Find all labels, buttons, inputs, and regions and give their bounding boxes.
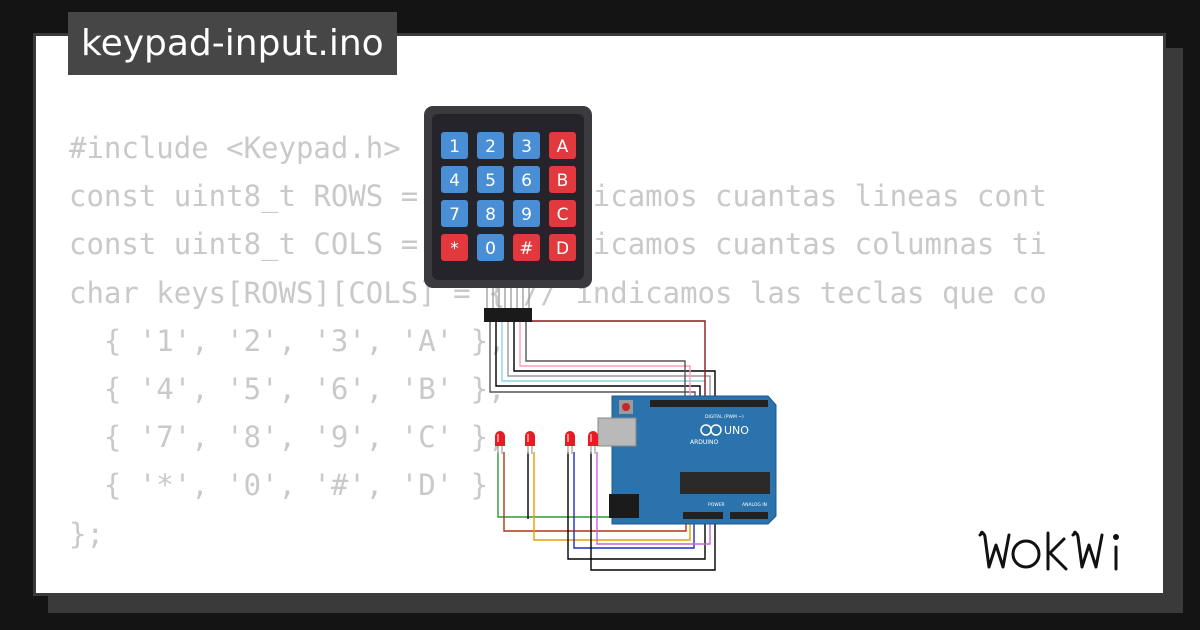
keypad-key[interactable] — [477, 132, 504, 159]
keypad-key-label: 4 — [449, 171, 460, 191]
keypad-key[interactable] — [549, 166, 576, 193]
keypad-key-label: C — [557, 205, 569, 225]
keypad-pins — [486, 288, 530, 308]
code-line: { '1', '2', '3', 'A' }, — [69, 323, 506, 358]
keypad-key-label: 7 — [449, 205, 460, 225]
digital-header — [650, 400, 768, 407]
wire — [507, 322, 711, 410]
keypad-key[interactable] — [477, 234, 504, 261]
power-header — [683, 512, 723, 519]
keypad-key[interactable] — [441, 132, 468, 159]
keypad-key-label: # — [519, 239, 533, 259]
keypad-key-label: 5 — [485, 171, 496, 191]
keypad-key-label: 3 — [521, 137, 532, 157]
preview-card: #include <Keypad.h>const uint8_t ROWS = … — [33, 33, 1166, 596]
analog-label: ANALOG IN — [742, 502, 767, 508]
keypad-key[interactable] — [549, 132, 576, 159]
led — [588, 431, 598, 454]
keypad-key-label: 6 — [521, 171, 532, 191]
keypad-key[interactable] — [477, 166, 504, 193]
wire — [590, 452, 716, 571]
led — [525, 431, 535, 454]
keypad-key[interactable] — [549, 200, 576, 227]
keypad-bezel — [432, 114, 584, 280]
wire — [567, 452, 706, 560]
keypad-key-label: 0 — [485, 239, 496, 259]
leds — [495, 431, 598, 454]
keypad-key[interactable] — [477, 200, 504, 227]
keypad-key[interactable] — [513, 200, 540, 227]
keypad-key[interactable] — [513, 166, 540, 193]
keypad-key-label: 1 — [449, 137, 460, 157]
keypad-4x4: 1 2 3 A 4 5 6 B 7 8 9 C * 0 # D — [424, 106, 592, 322]
wire — [533, 452, 691, 541]
keypad-key-label: 2 — [485, 137, 496, 157]
keypad-key-label: * — [450, 239, 459, 259]
keypad-key[interactable] — [513, 132, 540, 159]
code-line: { '4', '5', '6', 'B' }, — [69, 372, 506, 407]
digital-label: DIGITAL (PWM ~) — [705, 414, 744, 420]
keypad-connector — [484, 308, 532, 322]
power-jack — [609, 494, 639, 518]
keypad-key[interactable] — [549, 234, 576, 261]
board-label: UNO — [724, 424, 749, 437]
code-preview: #include <Keypad.h>const uint8_t ROWS = … — [69, 124, 1163, 558]
keypad-key[interactable] — [441, 166, 468, 193]
led — [495, 431, 505, 454]
reset-button-cap — [622, 403, 630, 411]
code-line: const uint8_t COLS = 4; // indicamos cua… — [69, 227, 1047, 262]
keypad-key-label: B — [557, 171, 569, 191]
code-line: #include <Keypad.h> — [69, 131, 401, 165]
keypad-key[interactable] — [513, 234, 540, 261]
keypad-key-label: 9 — [521, 205, 532, 225]
wire — [573, 452, 695, 549]
atmega-chip — [680, 472, 770, 494]
keypad-keys: 1 2 3 A 4 5 6 B 7 8 9 C * 0 # D — [441, 132, 576, 261]
wokwi-logo — [978, 530, 1119, 571]
brand-label: ARDUINO — [690, 439, 719, 446]
led — [565, 431, 575, 454]
keypad-key-label: D — [556, 239, 569, 259]
arduino-logo-icon — [710, 424, 722, 436]
keypad-key[interactable] — [441, 234, 468, 261]
wire — [513, 322, 716, 410]
wire — [525, 322, 686, 410]
usb-port — [597, 417, 637, 447]
code-line: { '7', '8', '9', 'C' }, — [69, 420, 506, 455]
analog-header — [730, 512, 768, 519]
file-title: keypad-input.ino — [68, 12, 397, 75]
wire — [596, 452, 711, 545]
arduino-uno: UNO ARDUINO DIGITAL (PWM ~) POWER ANALOG… — [597, 395, 777, 525]
code-line: }; — [69, 516, 104, 551]
keypad-key-label: A — [557, 137, 569, 157]
code-line: { '*', '0', '#', 'D' } — [69, 468, 489, 503]
wire — [503, 452, 687, 532]
code-line: char keys[ROWS][COLS] = { // indicamos l… — [69, 275, 1047, 310]
wire — [519, 322, 691, 410]
power-label: POWER — [708, 502, 725, 508]
keypad-key-label: 8 — [485, 205, 496, 225]
keypad-key[interactable] — [441, 200, 468, 227]
